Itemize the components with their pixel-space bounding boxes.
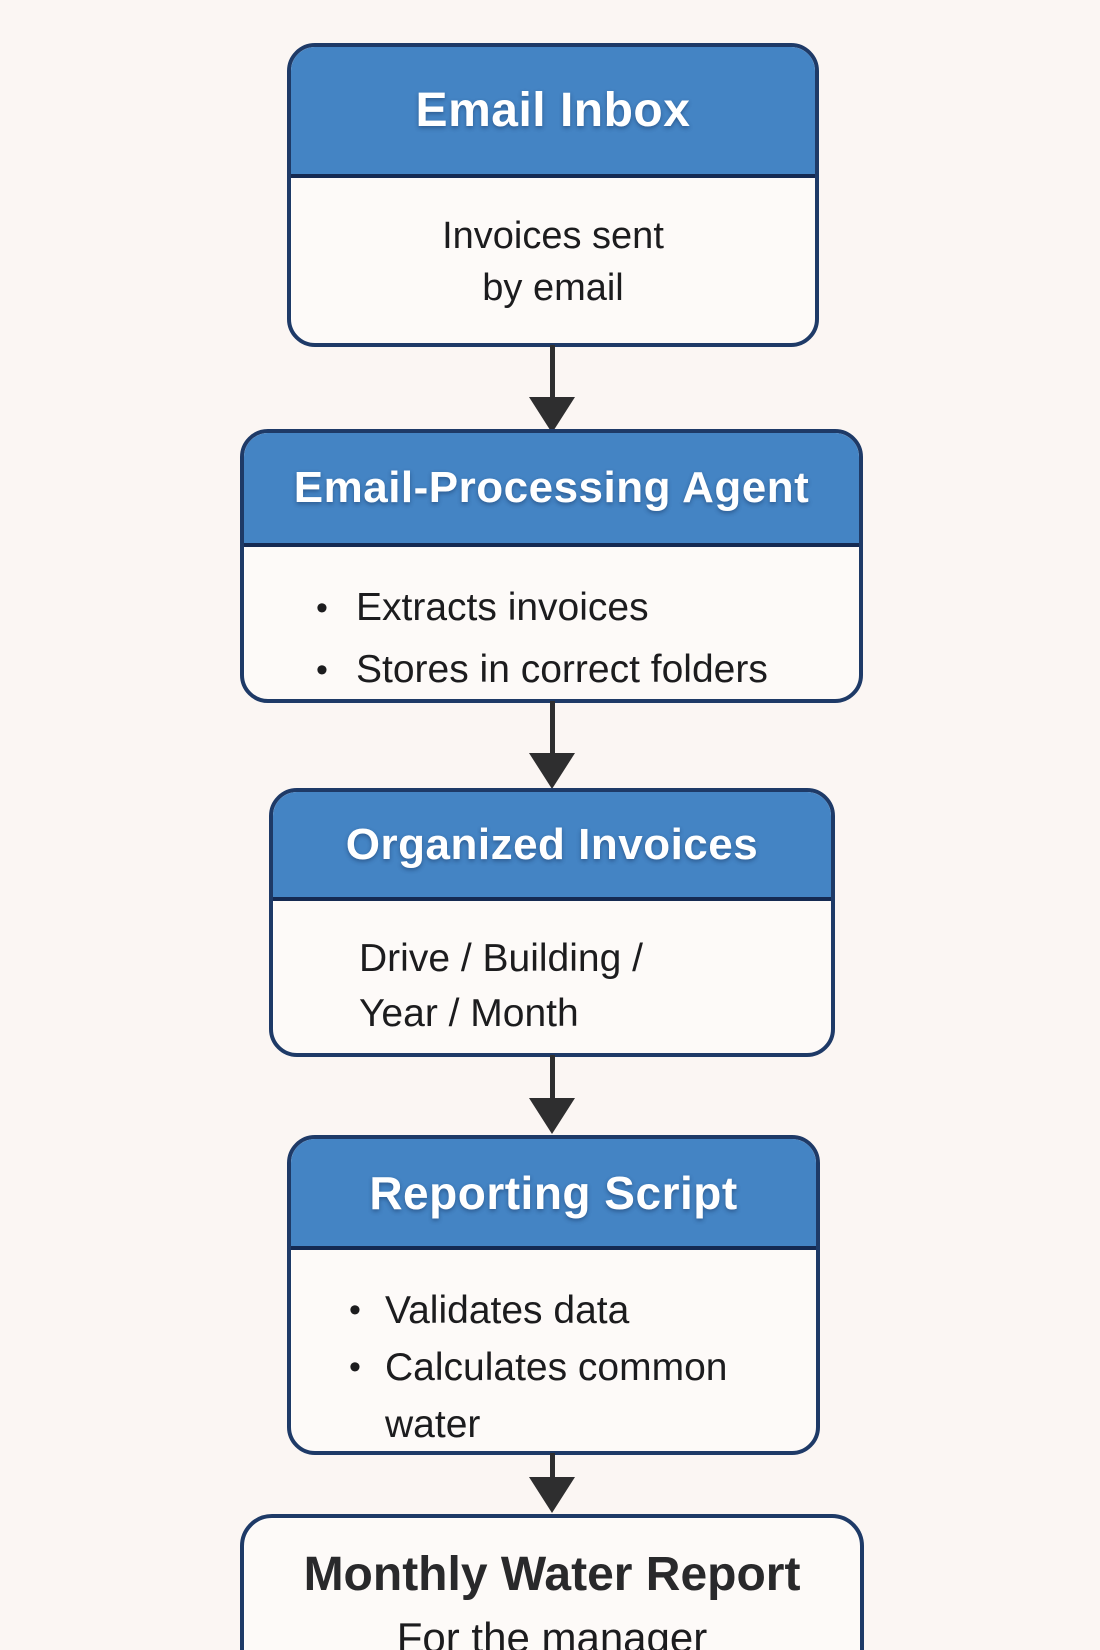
node-subtitle-monthly-water-report: For the manager bbox=[396, 1614, 708, 1650]
node-title-organized-invoices: Organized Invoices bbox=[345, 819, 759, 869]
bullet-item: • Stores in correct folders bbox=[316, 639, 839, 699]
bullet-item: • Extracts invoices bbox=[316, 577, 839, 639]
bullet-text: Stores in correct folders bbox=[356, 648, 768, 691]
arrow-shaft bbox=[550, 701, 555, 756]
bullet-dot-icon: • bbox=[349, 1291, 361, 1329]
flow-node-reporting-script: Reporting Script • Validates data • Calc… bbox=[287, 1135, 820, 1455]
bullet-text: Calculates common water bbox=[385, 1346, 728, 1446]
bullet-dot-icon: • bbox=[316, 651, 328, 689]
body-line: by email bbox=[482, 267, 624, 309]
node-body-reporting-script: • Validates data • Calculates common wat… bbox=[291, 1250, 816, 1451]
bullet-item: • Validates data bbox=[349, 1282, 788, 1339]
body-line: Year / Month bbox=[359, 992, 579, 1035]
bullet-text: Extracts invoices bbox=[356, 586, 649, 629]
arrow-shaft bbox=[550, 1055, 555, 1101]
node-title-reporting-script: Reporting Script bbox=[369, 1166, 738, 1219]
arrow-head bbox=[529, 1098, 575, 1134]
body-line: Invoices sent bbox=[442, 215, 664, 257]
arrow-shaft bbox=[550, 345, 555, 401]
node-title-email-processing-agent: Email-Processing Agent bbox=[293, 463, 810, 512]
node-header-reporting-script: Reporting Script bbox=[291, 1139, 816, 1250]
flow-node-monthly-water-report: Monthly Water Report For the manager bbox=[240, 1514, 864, 1650]
node-header-organized-invoices: Organized Invoices bbox=[273, 792, 831, 901]
arrow-shaft bbox=[550, 1453, 555, 1481]
flow-node-email-processing-agent: Email-Processing Agent • Extracts invoic… bbox=[240, 429, 863, 703]
flow-node-organized-invoices: Organized Invoices Drive / Building / Ye… bbox=[269, 788, 835, 1057]
bullet-text: Validates data bbox=[385, 1289, 630, 1332]
node-body-email-inbox: Invoices sent by email bbox=[291, 178, 815, 314]
bullet-dot-icon: • bbox=[349, 1348, 361, 1386]
bullet-dot-icon: • bbox=[316, 589, 328, 627]
arrow-head bbox=[529, 397, 575, 433]
arrow-head bbox=[529, 1477, 575, 1513]
flow-node-email-inbox: Email Inbox Invoices sent by email bbox=[287, 43, 819, 347]
node-header-email-processing-agent: Email-Processing Agent bbox=[244, 433, 859, 547]
node-title-email-inbox: Email Inbox bbox=[415, 84, 691, 137]
node-title-monthly-water-report: Monthly Water Report bbox=[303, 1548, 801, 1601]
node-header-email-inbox: Email Inbox bbox=[291, 47, 815, 178]
node-body-email-processing-agent: • Extracts invoices • Stores in correct … bbox=[244, 547, 859, 699]
body-line: Drive / Building / bbox=[359, 937, 643, 980]
bullet-item: • Calculates common water bbox=[349, 1339, 788, 1451]
node-body-organized-invoices: Drive / Building / Year / Month bbox=[273, 901, 831, 1041]
arrow-head bbox=[529, 753, 575, 789]
